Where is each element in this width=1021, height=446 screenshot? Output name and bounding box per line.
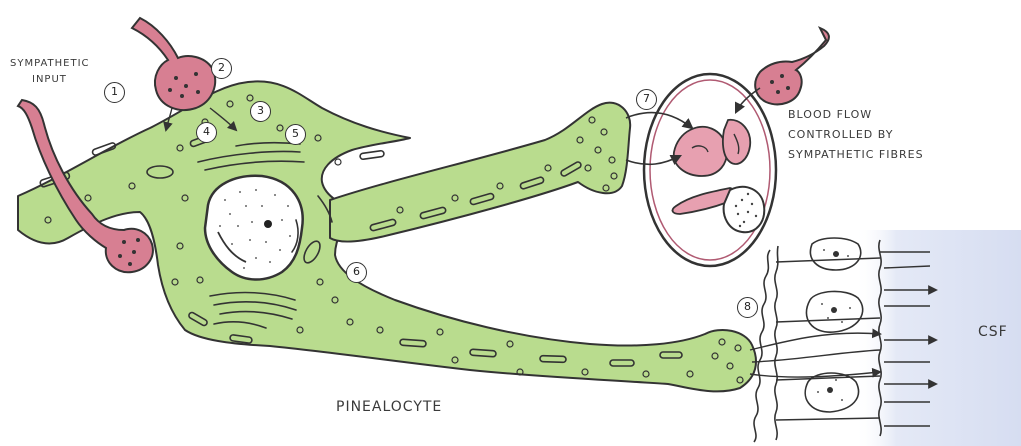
step-3-marker: 3 bbox=[250, 101, 271, 122]
step-7-marker: 7 bbox=[636, 89, 657, 110]
csf-label: CSF bbox=[978, 324, 1008, 340]
blood-flow-line2: CONTROLLED BY bbox=[788, 125, 924, 145]
pinealocyte-label: PINEALOCYTE bbox=[336, 399, 442, 415]
step-2-marker: 2 bbox=[211, 58, 232, 79]
step-8-marker: 8 bbox=[737, 297, 758, 318]
axon-terminal-vessel bbox=[755, 28, 829, 104]
sympathetic-input-label: SYMPATHETIC INPUT bbox=[10, 56, 90, 88]
upper-process bbox=[330, 103, 630, 242]
sympathetic-input-line2: INPUT bbox=[10, 72, 90, 88]
blood-vessel bbox=[644, 74, 776, 266]
blood-flow-label: BLOOD FLOW CONTROLLED BY SYMPATHETIC FIB… bbox=[788, 105, 924, 165]
axon-terminal-upper bbox=[132, 18, 215, 110]
step-1-marker: 1 bbox=[104, 82, 125, 103]
sympathetic-input-line1: SYMPATHETIC bbox=[10, 56, 90, 72]
step-4-marker: 4 bbox=[196, 122, 217, 143]
step-6-marker: 6 bbox=[346, 262, 367, 283]
endothelial-nucleus bbox=[724, 187, 765, 232]
ependymal-nuclear-dots bbox=[827, 251, 839, 393]
step-5-marker: 5 bbox=[285, 124, 306, 145]
blood-flow-line3: SYMPATHETIC FIBRES bbox=[788, 145, 924, 165]
blood-flow-line1: BLOOD FLOW bbox=[788, 105, 924, 125]
